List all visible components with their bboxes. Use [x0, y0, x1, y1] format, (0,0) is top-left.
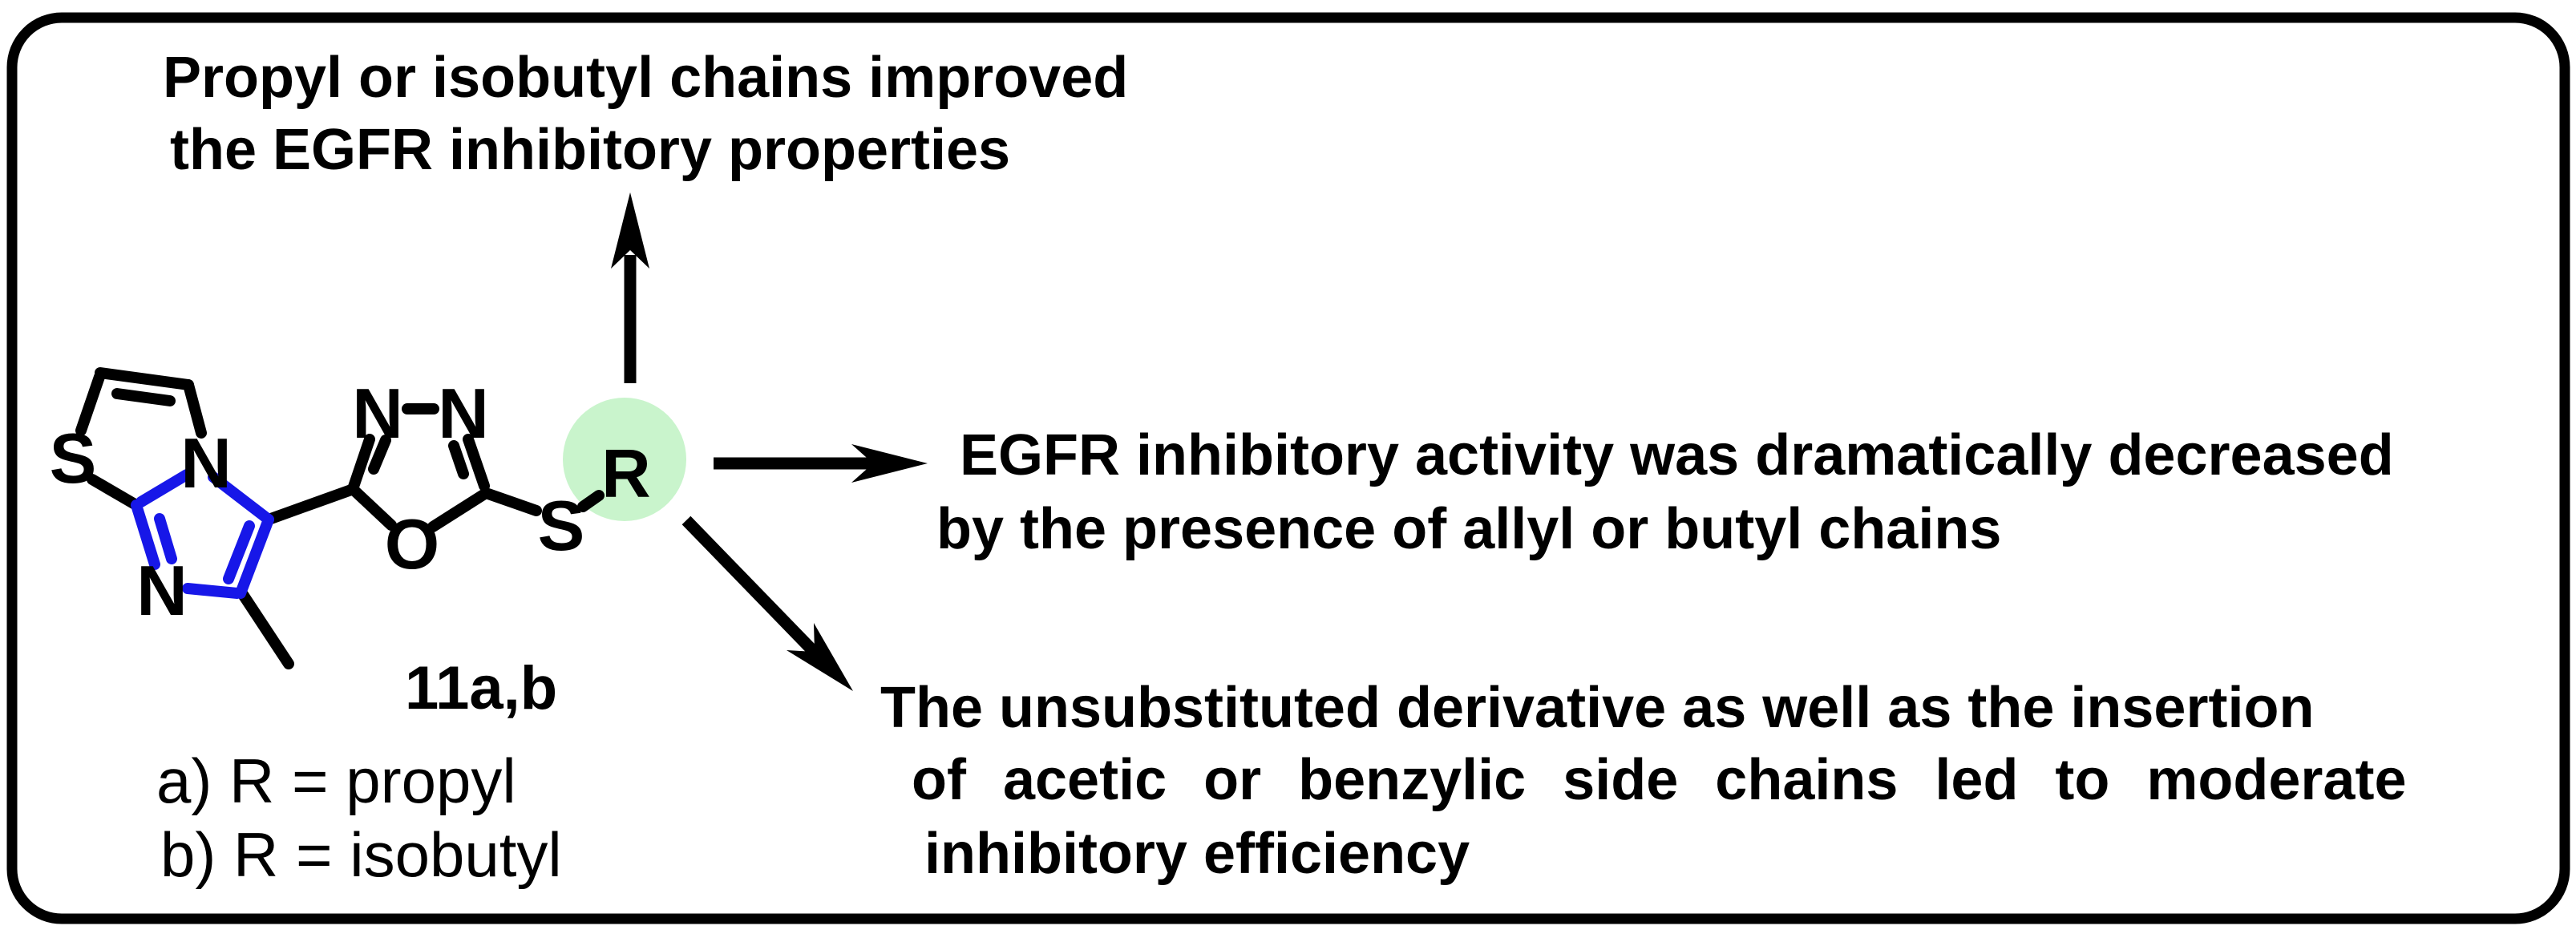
bond-s2-r	[577, 490, 605, 512]
atom-label-n-oxadiazole-right: N	[438, 374, 489, 453]
atom-label-s-thiazole: S	[50, 418, 97, 498]
annotation-right-line-1: EGFR inhibitory activity was dramaticall…	[960, 423, 2394, 487]
annotation-top: Propyl or isobutyl chains improved the E…	[163, 46, 1128, 182]
atom-label-r-group: R	[601, 436, 650, 512]
bond-n6-c6m	[182, 583, 243, 599]
annotation-bottom-line-3: inhibitory efficiency	[924, 822, 1470, 886]
bond-c5-n4	[208, 471, 274, 525]
bond-c3-n4	[183, 379, 207, 439]
bond-s1-c2	[75, 371, 105, 436]
atom-label-n-imidazole: N	[136, 551, 188, 630]
annotation-top-line-2: the EGFR inhibitory properties	[170, 118, 1010, 182]
r-definition-a: a) R = propyl	[156, 746, 516, 816]
compound-label: 11a,b	[405, 654, 557, 722]
arrow-diagonal-head	[787, 623, 853, 691]
bond-c7a-n6	[131, 499, 160, 570]
bond-c5ox-s2	[483, 488, 542, 516]
atom-label-o-oxadiazole: O	[385, 504, 439, 584]
molecule-black-bonds	[75, 367, 605, 669]
bond-n4-c7a	[135, 469, 192, 507]
arrow-right-head	[851, 444, 928, 483]
bond-c2ox-nl-inner	[368, 435, 391, 475]
arrow-up-head	[611, 192, 649, 269]
molecule-blue-bonds	[131, 469, 274, 599]
atom-label-n-oxadiazole-left: N	[352, 374, 403, 453]
bond-c2-c3-inner	[111, 388, 176, 406]
bond-c2ox-o	[347, 483, 397, 531]
r-definition-b: b) R = isobutyl	[160, 819, 562, 890]
atom-label-n-bridgehead: N	[180, 423, 232, 503]
bond-c2-c3	[95, 367, 194, 390]
bond-methyl	[237, 588, 294, 669]
bond-c5-oxadiazole	[263, 484, 357, 525]
figure-border	[6, 12, 2570, 924]
annotation-bottom-line-2: of acetic or benzylic side chains led to…	[912, 748, 2407, 812]
bond-c6m-c5-inner	[223, 520, 255, 584]
bond-o-c5ox	[427, 489, 489, 532]
bond-c7a-s1	[87, 474, 142, 511]
bond-nr-c5ox	[463, 434, 490, 491]
bond-c6m-c5	[235, 514, 274, 599]
annotation-bottom: The unsubstituted derivative as well as …	[880, 676, 2407, 886]
annotation-bottom-line-1: The unsubstituted derivative as well as …	[880, 676, 2314, 740]
bond-c7a-n6-inner	[154, 513, 177, 564]
annotation-top-line-1: Propyl or isobutyl chains improved	[163, 46, 1128, 110]
r-highlight-circle	[563, 398, 686, 521]
arrows	[611, 192, 928, 691]
annotation-right: EGFR inhibitory activity was dramaticall…	[936, 423, 2394, 561]
annotation-right-line-2: by the presence of allyl or butyl chains	[936, 497, 2001, 561]
bond-nr-c5ox-inner	[448, 440, 469, 479]
atom-label-s-thioether: S	[538, 486, 585, 565]
arrow-diagonal-shaft	[681, 515, 824, 662]
bond-c2ox-nl	[347, 434, 375, 495]
